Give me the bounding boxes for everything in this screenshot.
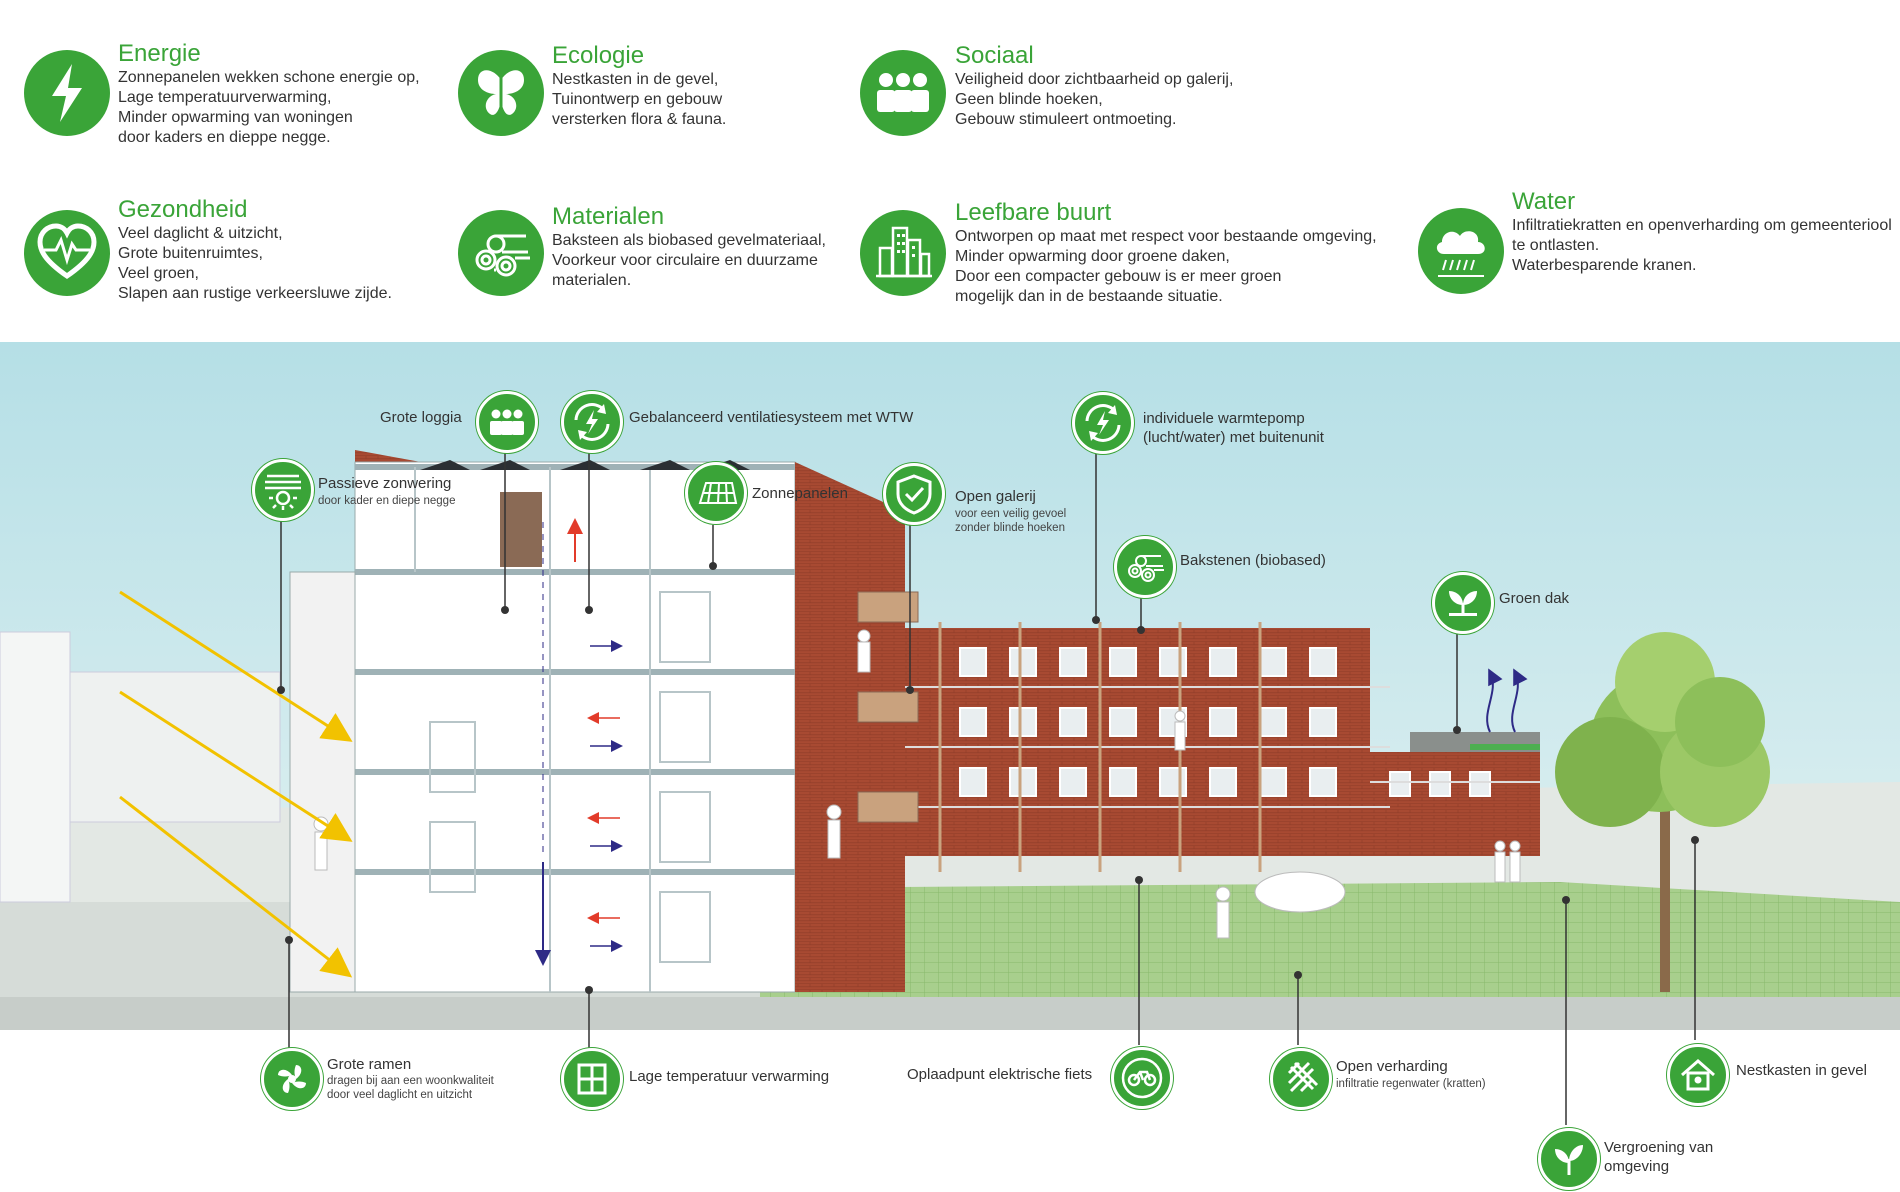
electric-bike-icon [1111,1047,1173,1109]
wood-logs-icon [1114,536,1176,598]
theme-title: Leefbare buurt [955,199,1112,226]
callout-passieve-zonwering-sub: door kader en diepe negge [318,495,456,507]
building-section-illustration [0,342,1900,1030]
theme-description: Veel daglicht & uitzicht, Grote buitenru… [118,225,392,302]
shield-check-icon [883,463,945,525]
callout-nestkasten: Nestkasten in gevel [1736,1062,1867,1079]
theme-description: Veiligheid door zichtbaarheid op galerij… [955,71,1234,128]
callout-lage-temperatuur: Lage temperatuur verwarming [629,1068,830,1085]
solar-panel-icon [685,462,747,524]
callout-oplaadpunt: Oplaadpunt elektrische fiets [907,1066,1093,1083]
city-buildings-icon [860,210,946,296]
theme-title: Sociaal [955,42,1034,69]
theme-title: Energie [118,40,201,67]
theme-title: Ecologie [552,42,645,69]
people-icon [476,391,538,453]
theme-description: Ontworpen op maat met respect voor besta… [955,228,1377,305]
callout-vergroening: Vergroening van omgeving [1604,1139,1714,1175]
callout-groen-dak: Groen dak [1499,590,1570,607]
callout-bakstenen: Bakstenen (biobased) [1180,552,1326,569]
callout-open-galerij: Open galerij [955,488,1036,505]
window-fan-icon [261,1048,323,1110]
callout-zonnepanelen: Zonnepanelen [752,485,848,502]
theme-title: Materialen [552,203,665,230]
theme-title: Water [1512,188,1576,215]
callout-open-verharding: Open verharding [1336,1058,1448,1075]
recycle-energy-icon [561,391,623,453]
callout-open-verharding-sub: infiltratie regenwater (kratten) [1336,1078,1486,1090]
theme-description: Nestkasten in de gevel, Tuinontwerp en g… [552,71,727,128]
sprout-icon [1432,572,1494,634]
recycle-energy-icon [1072,392,1134,454]
heartbeat-icon [24,210,110,296]
wood-logs-icon [458,210,544,296]
sprout-icon [1538,1128,1600,1190]
people-icon [860,50,946,136]
callout-open-galerij-sub: voor een veilig gevoel zonder blinde hoe… [955,508,1067,534]
window-grid-icon [561,1048,623,1110]
theme-description: Baksteen als biobased gevelmateriaal, Vo… [552,232,826,289]
butterfly-icon [458,50,544,136]
sun-shade-icon [252,459,314,521]
lightning-icon [24,50,110,136]
callout-ventilatie: Gebalanceerd ventilatiesysteem met WTW [629,409,914,426]
callout-grote-ramen-sub: dragen bij aan een woonkwaliteit door ve… [327,1075,494,1101]
callout-grote-loggia: Grote loggia [380,409,462,426]
callout-grote-ramen: Grote ramen [327,1056,412,1073]
theme-title: Gezondheid [118,196,248,223]
theme-description: Infiltratiekratten en openverharding om … [1512,217,1892,274]
paving-pattern-icon [1270,1048,1332,1110]
callout-passieve-zonwering: Passieve zonwering [318,475,452,492]
theme-description: Zonnepanelen wekken schone energie op, L… [118,69,420,146]
rain-cloud-icon [1418,208,1504,294]
birdhouse-icon [1667,1044,1729,1106]
callout-warmtepomp: individuele warmtepomp (lucht/water) met… [1143,410,1324,446]
